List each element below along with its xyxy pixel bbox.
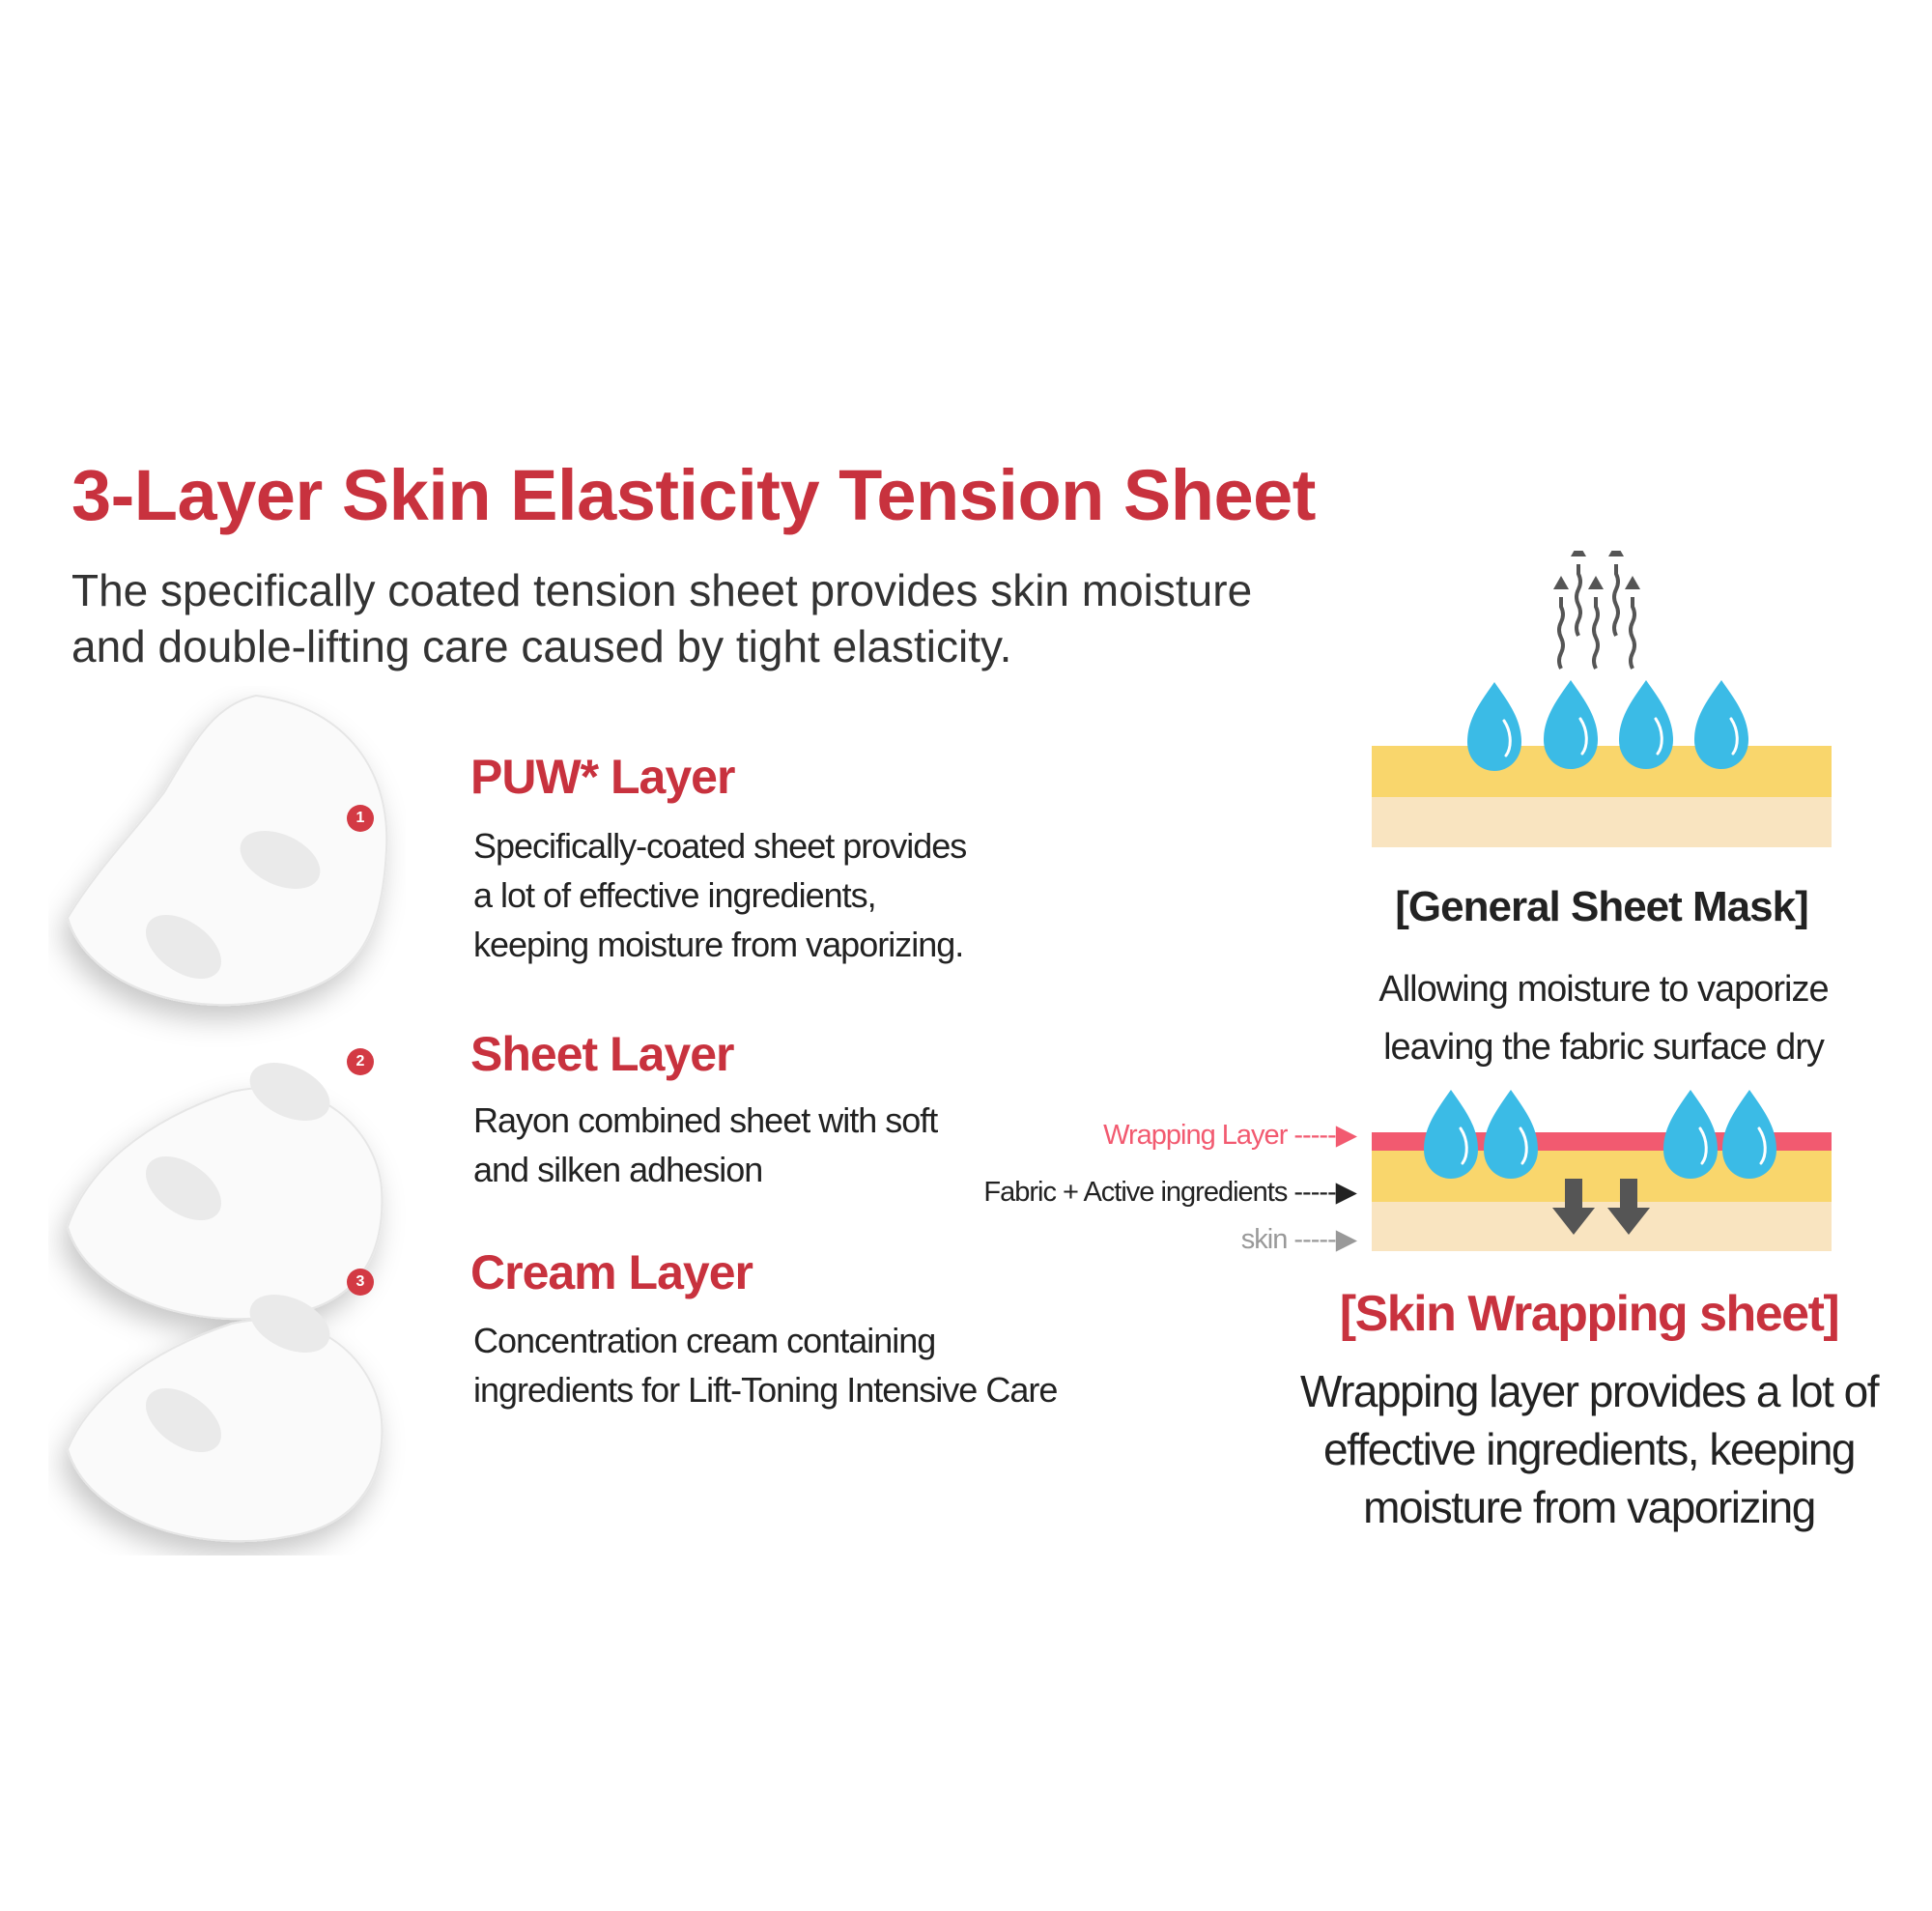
layer-heading: PUW* Layer: [470, 750, 735, 804]
layer-heading: Sheet Layer: [470, 1027, 734, 1081]
subtitle: The specifically coated tension sheet pr…: [71, 562, 1252, 674]
desc-line: Wrapping layer provides a lot of: [1299, 1366, 1880, 1416]
general-sheet-diagram: [1372, 551, 1832, 847]
desc-line: effective ingredients, keeping: [1322, 1424, 1857, 1474]
subtitle-line: The specifically coated tension sheet pr…: [71, 565, 1253, 615]
skin-wrapping-heading: [Skin Wrapping sheet]: [1339, 1286, 1840, 1342]
skin-wrapping-description: Wrapping layer provides a lot of effecti…: [1299, 1362, 1880, 1536]
desc-line: Rayon combined sheet with soft: [473, 1100, 938, 1140]
desc-line: Specifically-coated sheet provides: [473, 826, 967, 866]
desc-line: Allowing moisture to vaporize: [1378, 969, 1829, 1010]
skin-wrapping-diagram: [1372, 1088, 1832, 1251]
wrapping-layer-label: Wrapping Layer -----▶: [1103, 1120, 1357, 1151]
desc-line: moisture from vaporizing: [1363, 1482, 1816, 1532]
layer-description: Rayon combined sheet with soft and silke…: [473, 1096, 938, 1194]
fabric-layer-label: Fabric + Active ingredients -----▶: [983, 1177, 1357, 1208]
layer-number-badge: 1: [347, 805, 374, 832]
layer-number-badge: 2: [347, 1048, 374, 1075]
desc-line: Concentration cream containing: [473, 1321, 936, 1360]
layer-description: Specifically-coated sheet provides a lot…: [473, 821, 967, 969]
general-sheet-heading: [General Sheet Mask]: [1395, 883, 1808, 930]
desc-line: leaving the fabric surface dry: [1383, 1027, 1825, 1068]
general-sheet-description: Allowing moisture to vaporize leaving th…: [1378, 960, 1829, 1076]
desc-line: a lot of effective ingredients,: [473, 875, 877, 915]
page-title: 3-Layer Skin Elasticity Tension Sheet: [71, 455, 1316, 535]
skin-layer-bar: [1372, 1202, 1832, 1251]
layer-number-badge: 3: [347, 1269, 374, 1296]
layer-description: Concentration cream containing ingredien…: [473, 1316, 1058, 1414]
layer-heading: Cream Layer: [470, 1245, 753, 1299]
desc-line: and silken adhesion: [473, 1150, 763, 1189]
desc-line: ingredients for Lift-Toning Intensive Ca…: [473, 1370, 1058, 1410]
skin-layer-bar: [1372, 797, 1832, 847]
desc-line: keeping moisture from vaporizing.: [473, 925, 964, 964]
subtitle-line: and double-lifting care caused by tight …: [71, 621, 1012, 671]
skin-layer-label: skin -----▶: [1240, 1224, 1357, 1255]
vaporizing-arrows-icon: [1551, 551, 1642, 670]
sheet-layer-bar: [1372, 746, 1832, 797]
mask-sheets-illustration: [66, 694, 388, 1543]
